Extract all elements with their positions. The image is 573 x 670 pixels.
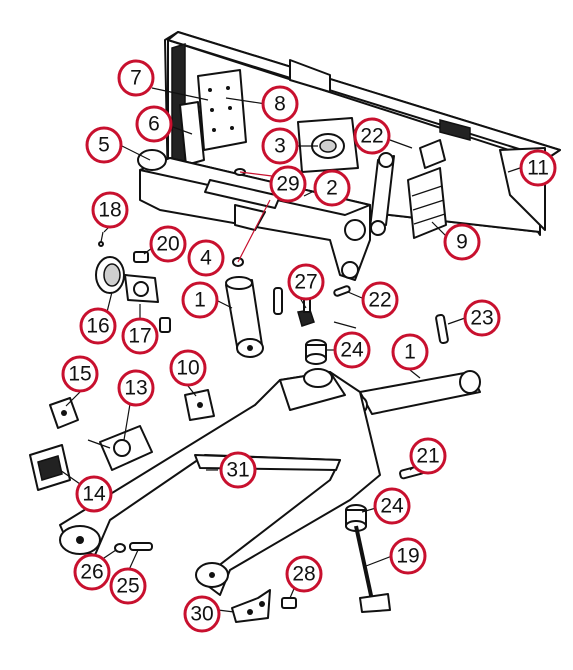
svg-text:7: 7	[130, 67, 142, 90]
u-joint-17	[124, 274, 171, 333]
bracket-10	[184, 389, 215, 421]
callout-27[interactable]: 27	[287, 263, 325, 301]
pin-22	[333, 285, 351, 297]
svg-text:19: 19	[396, 545, 419, 568]
callout-20[interactable]: 20	[149, 225, 187, 263]
svg-text:31: 31	[226, 459, 249, 482]
callout-22b[interactable]: 22	[361, 281, 399, 319]
callout-11[interactable]: 11	[519, 149, 557, 187]
callout-23[interactable]: 23	[463, 299, 501, 337]
callout-30[interactable]: 30	[183, 595, 221, 633]
pin-and-nut-27	[273, 287, 315, 327]
svg-text:16: 16	[86, 315, 109, 338]
bushing-28	[281, 597, 297, 609]
svg-text:26: 26	[80, 561, 103, 584]
svg-text:22: 22	[368, 289, 391, 312]
svg-text:23: 23	[470, 307, 493, 330]
callout-24[interactable]: 24	[333, 331, 371, 369]
side-plate	[407, 167, 447, 239]
svg-text:27: 27	[294, 271, 317, 294]
svg-text:14: 14	[82, 483, 106, 506]
svg-text:4: 4	[200, 247, 212, 270]
svg-text:8: 8	[274, 93, 286, 116]
svg-text:15: 15	[68, 363, 91, 386]
grease-fitting-20	[133, 251, 149, 263]
callout-21[interactable]: 21	[409, 437, 447, 475]
small-bolt	[234, 168, 273, 177]
callout-16[interactable]: 16	[79, 307, 117, 345]
callout-17[interactable]: 17	[121, 317, 159, 355]
callout-7[interactable]: 7	[117, 59, 155, 97]
svg-text:6: 6	[148, 113, 160, 136]
svg-text:5: 5	[98, 134, 110, 157]
callout-19[interactable]: 19	[389, 537, 427, 575]
bushing-24a	[305, 339, 327, 365]
callout-22[interactable]: 22	[353, 117, 391, 155]
callout-28[interactable]: 28	[285, 555, 323, 593]
callout-13[interactable]: 13	[117, 369, 155, 407]
svg-text:28: 28	[292, 563, 315, 586]
bracket-15	[49, 397, 79, 429]
callout-5[interactable]: 5	[85, 126, 123, 164]
callout-3[interactable]: 3	[261, 127, 299, 165]
cotter-pin-18	[98, 231, 104, 247]
rod-23	[333, 313, 449, 345]
callout-2[interactable]: 2	[313, 169, 351, 207]
jack-stand-19	[354, 525, 391, 613]
svg-text:30: 30	[190, 603, 213, 626]
svg-text:29: 29	[276, 173, 299, 196]
svg-text:22: 22	[360, 125, 383, 148]
bracket-30	[231, 589, 271, 623]
pin-25-26	[114, 542, 153, 553]
pivot-bearing	[297, 117, 359, 173]
callout-18[interactable]: 18	[91, 191, 129, 229]
svg-text:20: 20	[156, 233, 179, 256]
callout-9[interactable]: 9	[443, 223, 481, 261]
callout-24b[interactable]: 24	[373, 487, 411, 525]
svg-text:11: 11	[527, 157, 549, 180]
callout-14[interactable]: 14	[75, 475, 113, 513]
svg-text:9: 9	[456, 231, 468, 254]
callout-29[interactable]: 29	[269, 165, 307, 203]
svg-text:2: 2	[326, 177, 338, 200]
callout-1[interactable]: 1	[181, 281, 219, 319]
pin-4	[232, 199, 271, 267]
svg-text:1: 1	[404, 341, 416, 364]
wear-plate	[197, 69, 247, 151]
svg-text:3: 3	[274, 135, 286, 158]
svg-text:17: 17	[128, 325, 151, 348]
callout-1b[interactable]: 1	[391, 333, 429, 371]
svg-text:1: 1	[194, 289, 206, 312]
svg-text:25: 25	[116, 575, 139, 598]
svg-text:18: 18	[98, 199, 121, 222]
callout-31[interactable]: 31	[219, 451, 257, 489]
tilt-link	[369, 139, 446, 236]
callout-15[interactable]: 15	[61, 355, 99, 393]
callout-10[interactable]: 10	[169, 349, 207, 387]
block-14	[29, 444, 71, 491]
svg-text:24: 24	[340, 339, 364, 362]
plate-13	[87, 425, 153, 471]
callout-26[interactable]: 26	[73, 553, 111, 591]
callout-4[interactable]: 4	[187, 239, 225, 277]
svg-text:13: 13	[124, 377, 147, 400]
lift-cylinder-vertical	[225, 276, 264, 358]
svg-text:21: 21	[416, 445, 439, 468]
svg-text:24: 24	[380, 495, 404, 518]
callout-25[interactable]: 25	[109, 567, 147, 605]
hub-cap-16	[95, 256, 125, 294]
callout-6[interactable]: 6	[135, 105, 173, 143]
svg-text:10: 10	[176, 357, 199, 380]
callout-8[interactable]: 8	[261, 85, 299, 123]
push-frame	[137, 149, 371, 281]
